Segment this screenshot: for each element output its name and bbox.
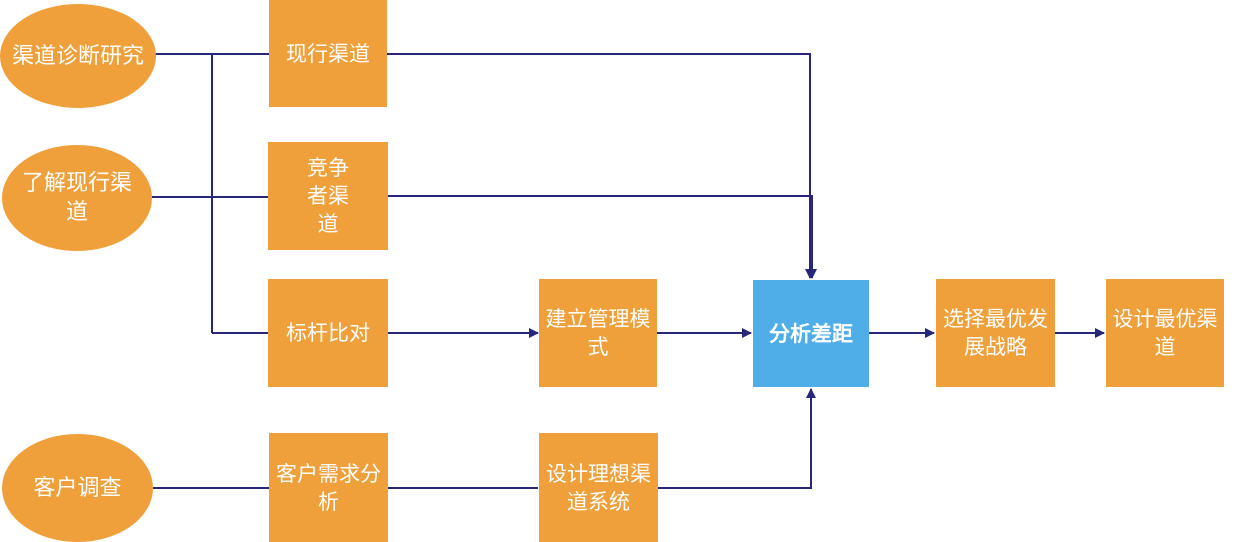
node-competitor-channels-label: 竞争者渠道 (307, 156, 349, 236)
node-ideal-channel-system: 设计理想渠道系统 (539, 433, 658, 542)
connector-ideal-to-gap (658, 388, 816, 489)
node-optimal-channel: 设计最优渠道 (1106, 279, 1224, 387)
connector-current-to-gap (387, 53, 815, 279)
node-current-channels: 现行渠道 (269, 0, 387, 107)
node-benchmark: 标杆比对 (268, 279, 388, 387)
node-development-strategy: 选择最优发展战略 (936, 279, 1055, 387)
node-understand-channels-label: 了解现行渠道 (21, 171, 132, 225)
node-customer-needs: 客户需求分析 (269, 433, 388, 542)
node-optimal-channel-label: 设计最优渠道 (1112, 307, 1218, 359)
node-channel-diagnosis: 渠道诊断研究 (0, 4, 156, 108)
node-gap-analysis-label: 分析差距 (769, 321, 853, 346)
node-development-strategy-label: 选择最优发展战略 (943, 307, 1048, 359)
connector-competitor-to-gap (388, 195, 817, 279)
node-customer-needs-label: 客户需求分析 (276, 461, 381, 514)
node-customer-survey: 客户调查 (2, 434, 153, 542)
node-benchmark-label: 标杆比对 (286, 321, 370, 345)
node-management-model: 建立管理模式 (539, 279, 657, 387)
node-competitor-channels: 竞争者渠道 (268, 142, 388, 250)
node-ideal-channel-system-label: 设计理想渠道系统 (546, 461, 651, 514)
node-current-channels-label: 现行渠道 (286, 41, 370, 66)
node-channel-diagnosis-label: 渠道诊断研究 (12, 43, 145, 69)
node-understand-channels: 了解现行渠道 (2, 145, 152, 251)
node-management-model-label: 建立管理模式 (545, 307, 651, 359)
node-gap-analysis: 分析差距 (753, 280, 869, 387)
node-customer-survey-label: 客户调查 (33, 475, 122, 501)
